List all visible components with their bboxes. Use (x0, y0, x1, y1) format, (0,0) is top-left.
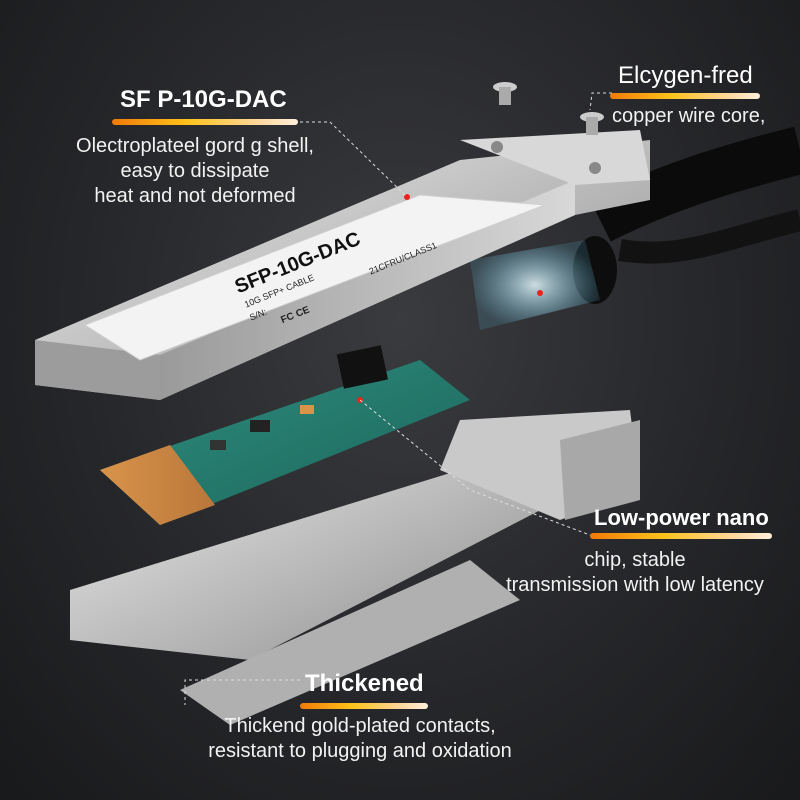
callout-copper-bar (610, 93, 760, 99)
top-shell (35, 130, 650, 400)
leader-lines (184, 92, 612, 705)
callout-contacts-title: Thickened (305, 670, 424, 697)
copper-core (470, 240, 600, 330)
callout-chip-title: Low-power nano (594, 505, 769, 530)
callout-contacts-line: resistant to plugging and oxidation (208, 740, 512, 762)
callout-shell-bar (112, 119, 298, 125)
callout-shell-title: SF P-10G-DAC (120, 86, 287, 113)
circuit-board (100, 345, 470, 525)
callout-contacts-bar (300, 703, 428, 709)
callout-chip-bar (590, 533, 772, 539)
callout-shell-line: heat and not deformed (94, 185, 296, 207)
bottom-housing (70, 410, 640, 725)
callout-contacts-line: Thickend gold-plated contacts, (224, 715, 496, 737)
callout-shell-line: easy to dissipate (120, 160, 270, 182)
screw-icon (493, 82, 604, 135)
callout-copper-title: Elcygen-fred (618, 62, 753, 89)
callout-shell-line: Olectroplateel gord g shell, (76, 135, 314, 157)
callout-copper-line: copper wire core, (612, 105, 766, 127)
callout-chip-line: chip, stable (584, 549, 686, 571)
callout-chip-line: transmission with low latency (506, 574, 764, 596)
